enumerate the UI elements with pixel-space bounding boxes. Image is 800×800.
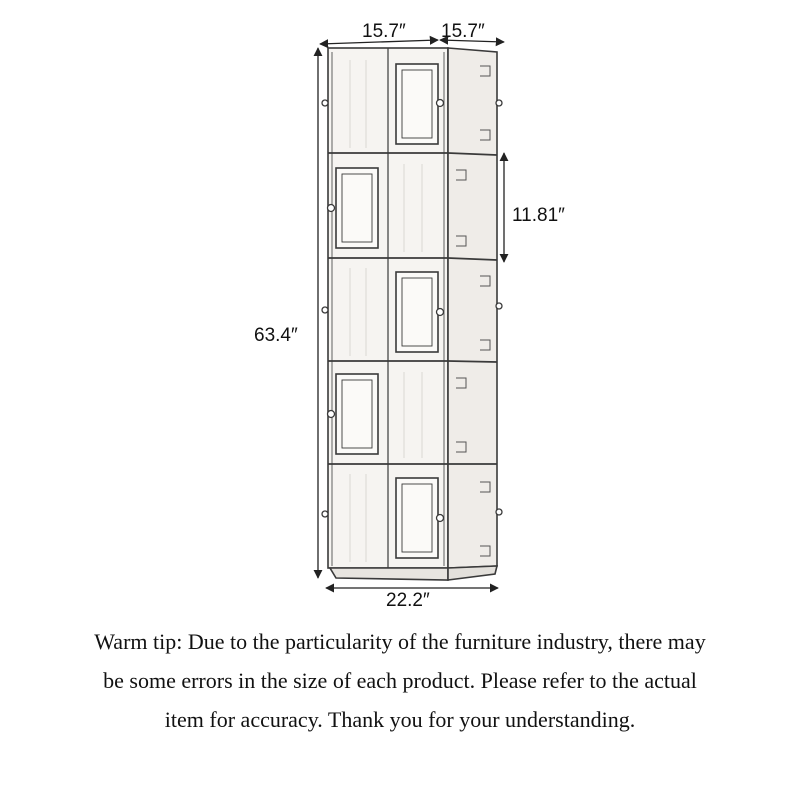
dimension-lines — [313, 35, 509, 593]
warm-tip-line-1: Warm tip: Due to the particularity of th… — [94, 629, 706, 654]
door-knobs — [321, 98, 503, 523]
dim-label-base-width: 22.2″ — [386, 590, 430, 611]
shelf-dividers — [328, 48, 498, 568]
dim-label-top-side: 15.7″ — [441, 21, 485, 42]
dim-line-top-front — [319, 35, 439, 49]
warm-tip-line-3: item for accuracy. Thank you for your un… — [164, 707, 636, 732]
cabinet-diagram — [313, 35, 509, 593]
wood-grain — [349, 60, 423, 562]
door-row1 — [395, 63, 439, 145]
warm-tip-note: Warm tip: Due to the particularity of th… — [20, 622, 780, 739]
dim-label-cube-height: 11.81″ — [512, 205, 565, 226]
door-row2 — [335, 167, 379, 249]
side-slots — [456, 65, 491, 557]
dim-label-top-front: 15.7″ — [362, 21, 406, 42]
door-row5 — [395, 477, 439, 559]
dim-line-top-side — [439, 35, 505, 47]
door-row4 — [335, 373, 379, 455]
warm-tip-line-2: be some errors in the size of each produ… — [103, 668, 697, 693]
dim-label-total-height: 63.4″ — [254, 325, 298, 346]
